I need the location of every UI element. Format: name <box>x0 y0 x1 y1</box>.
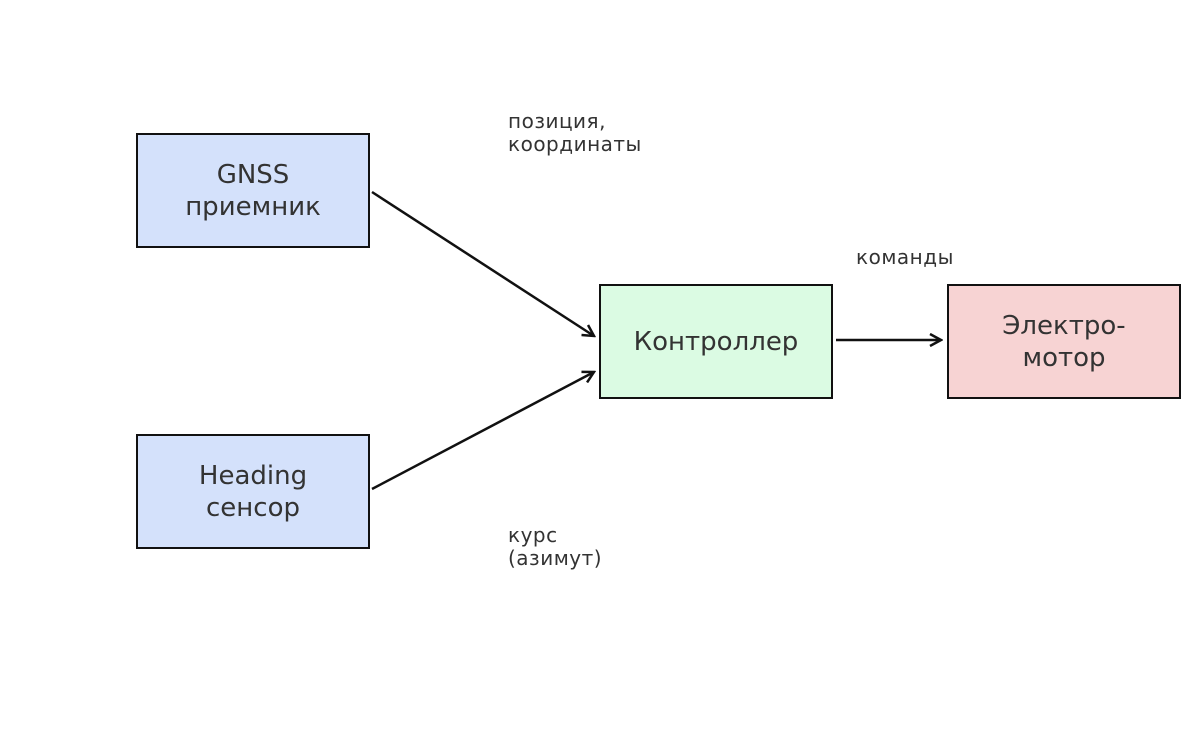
controller-label: Контроллер <box>633 326 799 357</box>
commands-edge-label: команды <box>856 245 954 269</box>
heading-sensor-node: Heading сенсор <box>136 434 370 549</box>
controller-node: Контроллер <box>599 284 833 399</box>
arrow-gnss-to-controller <box>371 190 594 336</box>
position-edge-label: позиция, координаты <box>508 109 642 156</box>
electric-motor-label: Электро- мотор <box>1002 310 1126 373</box>
course-edge-label: курс (азимут) <box>508 523 603 570</box>
electric-motor-node: Электро- мотор <box>947 284 1181 399</box>
heading-sensor-label: Heading сенсор <box>198 460 308 523</box>
arrow-heading-to-controller <box>371 372 594 491</box>
gnss-receiver-node: GNSS приемник <box>136 133 370 248</box>
gnss-receiver-label: GNSS приемник <box>185 159 321 222</box>
